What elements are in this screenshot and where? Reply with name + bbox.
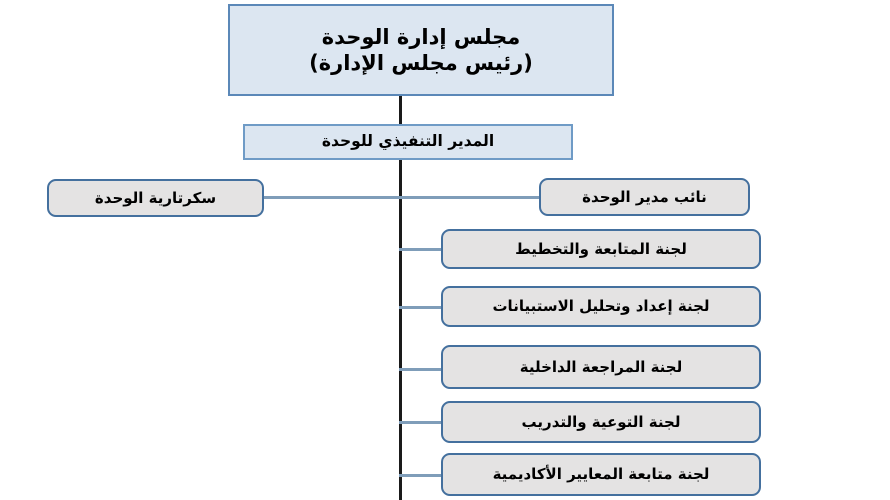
deputy-director-label: نائب مدير الوحدة xyxy=(582,187,707,206)
connector-to-deputy xyxy=(399,196,541,199)
committee-survey-analysis-label: لجنة إعداد وتحليل الاستبيانات xyxy=(492,297,710,316)
committee-academic-standards-label: لجنة متابعة المعايير الأكاديمية xyxy=(492,465,710,484)
node-executive-director[interactable]: المدير التنفيذي للوحدة xyxy=(243,124,573,160)
committee-internal-audit-label: لجنة المراجعة الداخلية xyxy=(519,357,683,376)
committee-awareness-training-label: لجنة التوعية والتدريب xyxy=(521,412,681,431)
board-title-line1: مجلس إدارة الوحدة xyxy=(321,24,521,49)
node-committee-survey-analysis[interactable]: لجنة إعداد وتحليل الاستبيانات xyxy=(441,286,761,327)
node-committee-monitoring-planning[interactable]: لجنة المتابعة والتخطيط xyxy=(441,229,761,269)
node-committee-internal-audit[interactable]: لجنة المراجعة الداخلية xyxy=(441,345,761,389)
connector-to-committee-4 xyxy=(399,421,443,424)
node-deputy-director[interactable]: نائب مدير الوحدة xyxy=(539,178,750,216)
executive-director-label: المدير التنفيذي للوحدة xyxy=(321,132,495,151)
node-board-of-directors[interactable]: مجلس إدارة الوحدة (رئيس مجلس الإدارة) xyxy=(228,4,614,96)
connector-to-committee-1 xyxy=(399,248,443,251)
connector-to-secretariat xyxy=(262,196,402,199)
connector-to-committee-5 xyxy=(399,474,443,477)
connector-to-committee-3 xyxy=(399,368,443,371)
secretariat-label: سكرتارية الوحدة xyxy=(94,188,217,207)
committee-monitoring-planning-label: لجنة المتابعة والتخطيط xyxy=(515,239,687,258)
node-secretariat[interactable]: سكرتارية الوحدة xyxy=(47,179,264,217)
board-title-line2: (رئيس مجلس الإدارة) xyxy=(309,51,533,75)
node-committee-academic-standards[interactable]: لجنة متابعة المعايير الأكاديمية xyxy=(441,453,761,496)
connector-board-to-exec xyxy=(399,95,402,124)
connector-main-spine xyxy=(399,159,402,500)
connector-to-committee-2 xyxy=(399,306,443,309)
node-committee-awareness-training[interactable]: لجنة التوعية والتدريب xyxy=(441,401,761,443)
